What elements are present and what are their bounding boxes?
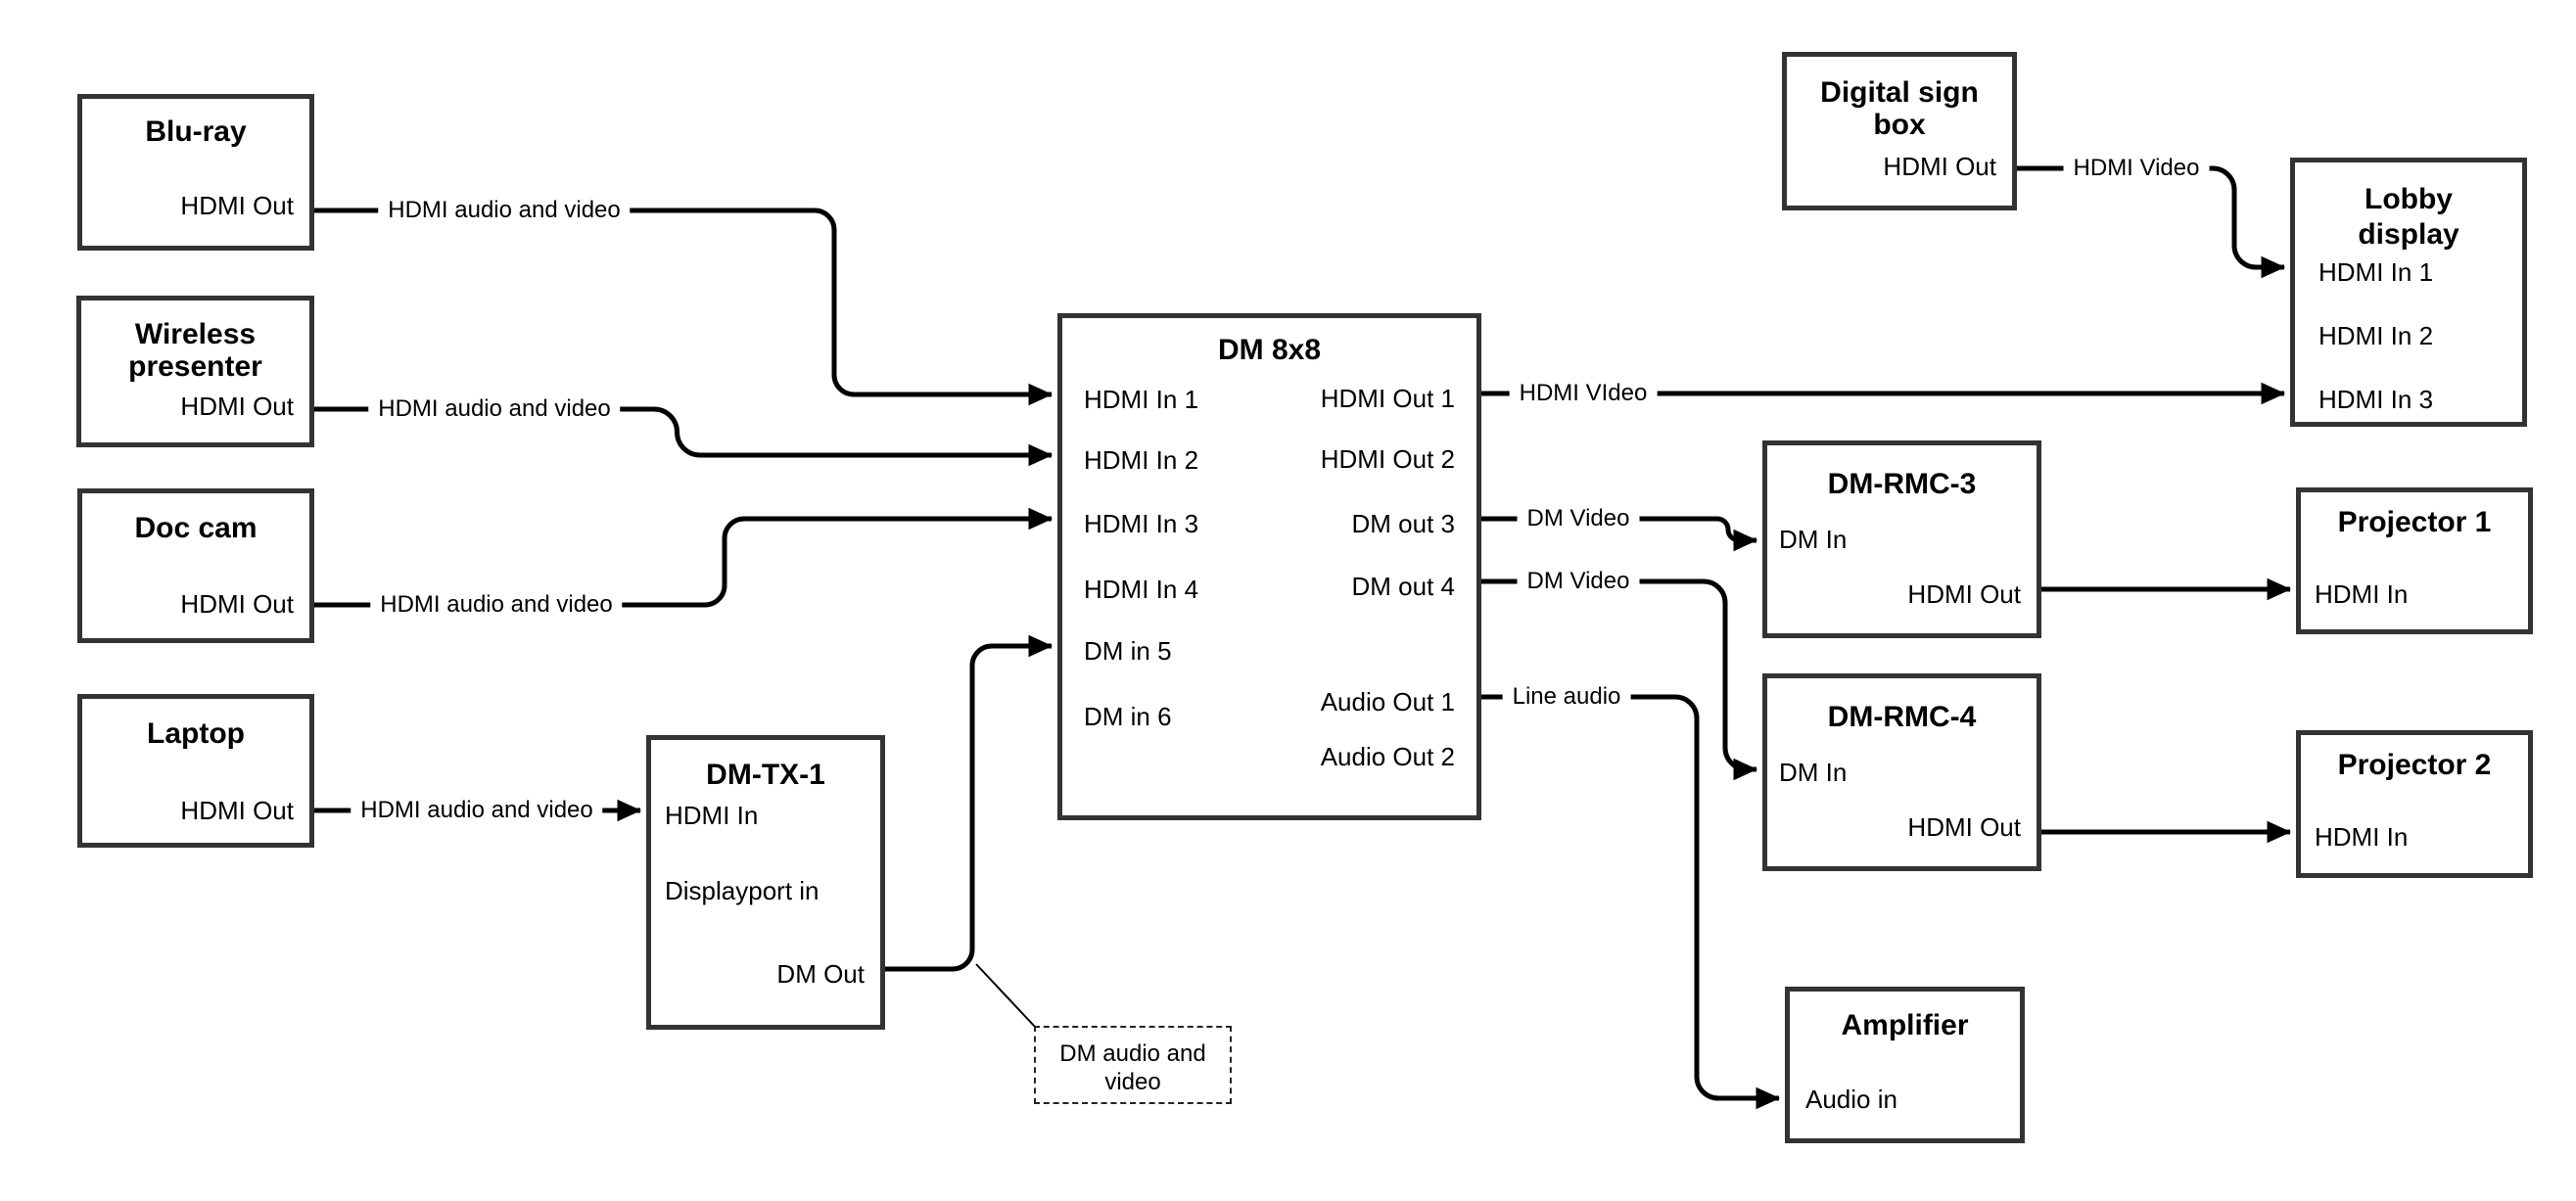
port-dm8x8-hdmi-in-4: HDMI In 4	[1084, 575, 1199, 604]
port-dm8x8-dm-in-5: DM in 5	[1084, 636, 1172, 666]
node-amplifier-title: Amplifier	[1841, 1009, 1969, 1041]
edge-dm8x8-out3-to-dmrmc3-dmin	[1481, 516, 1758, 552]
port-dm8x8-audio-out-1: Audio Out 1	[1320, 687, 1455, 716]
node-lobby-title-line1: Lobby	[2365, 183, 2453, 215]
node-dmrmc3-title: DM-RMC-3	[1827, 468, 1977, 500]
node-dmrmc3: DM-RMC-3 DM In HDMI Out	[1762, 440, 2041, 638]
port-laptop-hdmi-out: HDMI Out	[180, 796, 294, 825]
edge-label-hdmi-video-sign: HDMI Video	[2063, 154, 2210, 183]
edge-label-wireless: HDMI audio and video	[368, 394, 621, 424]
edge-label-hdmi-video-out1: HDMI VIdeo	[1509, 379, 1658, 408]
port-dm8x8-dm-in-6: DM in 6	[1084, 702, 1172, 731]
port-doccam-hdmi-out: HDMI Out	[180, 589, 294, 619]
port-dmrmc3-hdmi-out: HDMI Out	[1907, 579, 2021, 609]
node-wireless-presenter: Wireless presenter HDMI Out	[76, 296, 314, 447]
edge-label-bluray: HDMI audio and video	[378, 196, 631, 225]
port-dm8x8-hdmi-in-1: HDMI In 1	[1084, 385, 1199, 414]
node-lobby-title-line2: display	[2358, 218, 2459, 251]
port-dmrmc4-hdmi-out: HDMI Out	[1907, 812, 2021, 842]
port-dmtx1-displayport-in: Displayport in	[665, 876, 820, 905]
node-projector2: Projector 2 HDMI In	[2296, 730, 2533, 878]
port-dm8x8-audio-out-2: Audio Out 2	[1320, 742, 1455, 771]
note-line2: video	[1104, 1069, 1161, 1095]
port-dm8x8-dm-out-3: DM out 3	[1351, 509, 1456, 538]
port-dmtx1-dm-out: DM Out	[776, 959, 865, 989]
node-digitalsign-title-line1: Digital sign	[1820, 76, 1979, 109]
note-dm-audio-and-video: DM audio and video	[1034, 1026, 1232, 1104]
port-projector2-hdmi-in: HDMI In	[2315, 822, 2409, 852]
node-digitalsign-title-line2: box	[1873, 109, 1926, 141]
node-bluray-title: Blu-ray	[145, 115, 247, 148]
edge-label-dm-video-out3: DM Video	[1517, 504, 1640, 533]
node-amplifier: Amplifier Audio in	[1785, 987, 2025, 1143]
port-digitalsign-hdmi-out: HDMI Out	[1883, 152, 1996, 181]
node-projector2-title: Projector 2	[2337, 749, 2492, 781]
node-dm8x8: DM 8x8 HDMI In 1 HDMI In 2 HDMI In 3 HDM…	[1057, 313, 1481, 820]
port-lobby-hdmi-in-2: HDMI In 2	[2318, 321, 2434, 350]
node-dm8x8-title: DM 8x8	[1217, 334, 1322, 366]
node-dmrmc4: DM-RMC-4 DM In HDMI Out	[1762, 673, 2041, 871]
port-bluray-hdmi-out: HDMI Out	[180, 191, 294, 220]
node-projector1: Projector 1 HDMI In	[2296, 487, 2533, 634]
port-lobby-hdmi-in-1: HDMI In 1	[2318, 257, 2434, 287]
edge-bluray-to-dm8x8-in1	[314, 208, 1054, 406]
port-dmrmc3-dm-in: DM In	[1779, 525, 1848, 554]
edge-wireless-to-dm8x8-in2	[313, 406, 1054, 467]
port-dm8x8-hdmi-out-1: HDMI Out 1	[1320, 384, 1455, 413]
node-bluray: Blu-ray HDMI Out	[77, 94, 314, 251]
port-lobby-hdmi-in-3: HDMI In 3	[2318, 385, 2434, 414]
node-laptop: Laptop HDMI Out	[77, 694, 314, 848]
node-digital-sign-box: Digital sign box HDMI Out	[1782, 52, 2017, 210]
note-callout-line	[975, 963, 1037, 1029]
note-line1: DM audio and	[1059, 1040, 1206, 1067]
port-wireless-hdmi-out: HDMI Out	[180, 392, 294, 421]
edge-label-dm-video-out4: DM Video	[1517, 567, 1640, 596]
node-laptop-title: Laptop	[147, 717, 245, 750]
port-dm8x8-hdmi-in-3: HDMI In 3	[1084, 509, 1199, 538]
node-doccam: Doc cam HDMI Out	[77, 488, 314, 643]
port-projector1-hdmi-in: HDMI In	[2315, 579, 2409, 609]
edge-doccam-to-dm8x8-in3	[314, 507, 1054, 608]
port-dm8x8-dm-out-4: DM out 4	[1351, 572, 1456, 601]
edge-label-line-audio: Line audio	[1502, 682, 1631, 712]
node-dmrmc4-title: DM-RMC-4	[1827, 701, 1977, 733]
port-amplifier-audio-in: Audio in	[1805, 1085, 1897, 1114]
edge-dm8x8-out4-to-dmrmc4-dmin	[1481, 578, 1758, 781]
edge-label-laptop: HDMI audio and video	[351, 796, 603, 825]
edge-dm8x8-audio1-to-amplifier	[1481, 694, 1781, 1110]
port-dmtx1-hdmi-in: HDMI In	[665, 801, 759, 830]
edge-digitalsign-to-lobby-in1	[2017, 165, 2286, 279]
edge-dmtx1-dmout-to-dm8x8-in5	[885, 634, 1054, 972]
node-dmtx1: DM-TX-1 HDMI In Displayport in DM Out	[646, 735, 885, 1030]
port-dmrmc4-dm-in: DM In	[1779, 758, 1848, 787]
node-projector1-title: Projector 1	[2337, 506, 2492, 538]
port-dm8x8-hdmi-in-2: HDMI In 2	[1084, 445, 1199, 475]
edge-label-doccam: HDMI audio and video	[370, 590, 623, 620]
node-wireless-title-line2: presenter	[128, 350, 262, 383]
node-wireless-title-line1: Wireless	[134, 318, 257, 350]
port-dm8x8-hdmi-out-2: HDMI Out 2	[1320, 444, 1455, 474]
node-lobby-display: Lobby display HDMI In 1 HDMI In 2 HDMI I…	[2290, 158, 2527, 427]
node-doccam-title: Doc cam	[134, 512, 258, 544]
node-dmtx1-title: DM-TX-1	[706, 759, 825, 791]
